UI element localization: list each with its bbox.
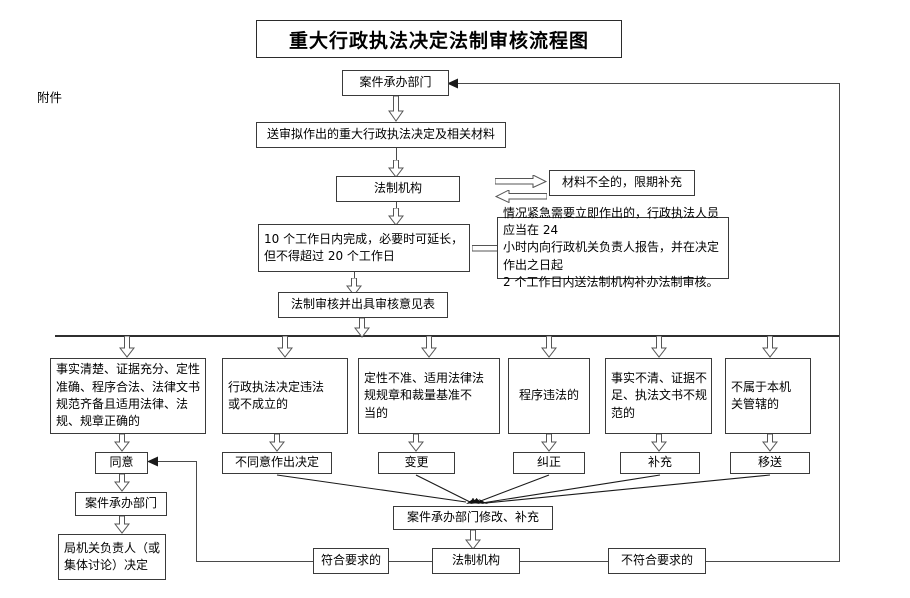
- return-path-into-agree: [155, 461, 197, 462]
- arrow-down-legalorg-to-timelimit: [388, 208, 404, 226]
- arrow-down-bus-to-outcome-2: [277, 336, 293, 358]
- arrow-down-submit-to-legalorg: [388, 160, 404, 178]
- node-action-disagree[interactable]: 不同意作出决定: [222, 452, 332, 474]
- return-path-vertical-right: [839, 83, 840, 561]
- return-path-vertical-left: [196, 461, 197, 561]
- arrow-down-bus-to-outcome-5: [651, 336, 667, 358]
- node-incomplete-materials[interactable]: 材料不全的，限期补充: [549, 170, 695, 196]
- arrow-down-deptmodify-to-legalorg2: [465, 530, 481, 550]
- arrow-left-incomplete-to-legalorg: [495, 190, 547, 203]
- connector-legalorg2-to-notmeets: [520, 561, 608, 562]
- arrow-down-outcome2-to-action2: [269, 434, 285, 452]
- connector-meets-to-legalorg2: [389, 561, 432, 562]
- return-path-horizontal-top: [455, 83, 840, 84]
- node-outcome-4[interactable]: 程序违法的: [508, 358, 590, 434]
- arrow-down-outcome1-to-action1: [114, 434, 130, 452]
- arrow-down-timelimit-to-review: [346, 278, 362, 296]
- node-urgent-note: 情况紧急需要立即作出的，行政执法人员应当在 24 小时内向行政机关负责人报告，并…: [497, 206, 729, 289]
- node-outcome-6[interactable]: 不属于本机 关管辖的: [725, 358, 811, 434]
- arrowhead-return-to-case-dept: [447, 78, 459, 89]
- arrow-down-outcome3-to-action3: [408, 434, 424, 452]
- arrow-down-case-dept-to-submit: [388, 96, 404, 122]
- arrow-down-agree-to-casedept: [114, 474, 130, 492]
- arrow-down-outcome5-to-action5: [651, 434, 667, 452]
- arrow-down-bus-to-outcome-4: [541, 336, 557, 358]
- node-meets-requirement[interactable]: 符合要求的: [313, 548, 389, 574]
- node-dept-modify[interactable]: 案件承办部门修改、补充: [393, 506, 553, 530]
- node-outcome-3[interactable]: 定性不准、适用法律法 规规章和裁量基准不 当的: [358, 358, 500, 434]
- node-outcome-1[interactable]: 事实清楚、证据充分、定性 准确、程序合法、法律文书 规范齐备且适用法律、法 规、…: [50, 358, 206, 434]
- arrow-down-bus-to-outcome-3: [421, 336, 437, 358]
- connector-notmeets-right: [706, 561, 840, 562]
- attachment-label: 附件: [37, 90, 63, 105]
- node-action-correct[interactable]: 纠正: [513, 452, 585, 474]
- node-submit-materials[interactable]: 送审拟作出的重大行政执法决定及相关材料: [256, 122, 506, 148]
- node-outcome-5[interactable]: 事实不清、证据不 足、执法文书不规 范的: [605, 358, 712, 434]
- node-action-agree[interactable]: 同意: [95, 452, 148, 474]
- arrow-down-bus-to-outcome-6: [762, 336, 778, 358]
- arrow-down-review-to-bus: [354, 318, 370, 338]
- node-legal-org-2[interactable]: 法制机构: [432, 548, 520, 574]
- arrowhead-return-to-agree: [147, 456, 159, 467]
- node-action-transfer[interactable]: 移送: [730, 452, 810, 474]
- node-action-change[interactable]: 变更: [378, 452, 455, 474]
- arrow-down-outcome6-to-action6: [762, 434, 778, 452]
- node-case-dept-top[interactable]: 案件承办部门: [342, 70, 449, 96]
- return-path-horizontal-left: [196, 561, 314, 562]
- node-time-limit[interactable]: 10 个工作日内完成，必要时可延长， 但不得超过 20 个工作日: [258, 224, 470, 272]
- node-case-dept-mid[interactable]: 案件承办部门: [75, 492, 167, 516]
- arrow-down-bus-to-outcome-1: [119, 336, 135, 358]
- arrow-down-casedept-to-bureau: [114, 516, 130, 534]
- node-bureau-decision[interactable]: 局机关负责人（或 集体讨论）决定: [58, 534, 166, 580]
- arrow-right-legalorg-to-incomplete: [495, 175, 547, 188]
- node-outcome-2[interactable]: 行政执法决定违法 或不成立的: [222, 358, 348, 434]
- arrow-down-outcome4-to-action4: [541, 434, 557, 452]
- distribution-bus-line: [55, 335, 839, 337]
- node-legal-org-1[interactable]: 法制机构: [336, 176, 460, 202]
- node-action-supplement[interactable]: 补充: [620, 452, 700, 474]
- node-review-and-opinion[interactable]: 法制审核并出具审核意见表: [278, 292, 448, 318]
- page-title: 重大行政执法决定法制审核流程图: [256, 20, 622, 58]
- node-not-meets-requirement[interactable]: 不符合要求的: [608, 548, 706, 574]
